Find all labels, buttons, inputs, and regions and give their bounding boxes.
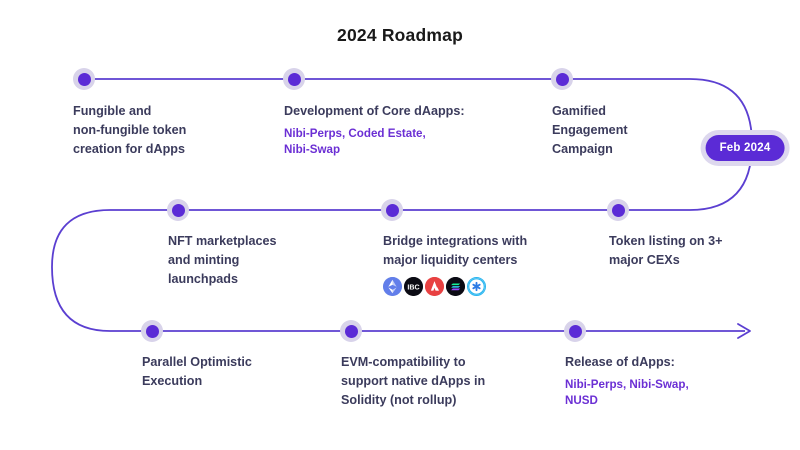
milestone-release-of-dapps: Release of dApps: Nibi-Perps, Nibi-Swap,… [565, 353, 780, 410]
page-title: 2024 Roadmap [337, 25, 463, 45]
milestone-bridge-integrations: Bridge integrations with major liquidity… [383, 232, 598, 296]
milestone-gamified-engagement: Gamified Engagement Campaign [552, 102, 732, 159]
milestone-evm-compatibility: EVM-compatibility to support native dApp… [341, 353, 556, 410]
milestone-title: Parallel Optimistic Execution [142, 355, 252, 388]
milestone-node-evm-compatibility[interactable] [340, 320, 362, 342]
date-badge-label: Feb 2024 [719, 142, 771, 154]
arrow-head-icon [737, 323, 751, 339]
milestone-title: Bridge integrations with major liquidity… [383, 234, 528, 267]
milestone-node-nft-marketplaces[interactable] [167, 199, 189, 221]
solana-icon [446, 276, 465, 296]
avalanche-icon [425, 276, 444, 296]
svg-text:IBC: IBC [407, 283, 419, 291]
milestone-token-listing: Token listing on 3+ major CEXs [609, 232, 789, 270]
milestone-subtitle: Nibi-Perps, Coded Estate, Nibi-Swap [284, 126, 426, 157]
milestone-title: NFT marketplaces and minting launchpads [168, 234, 277, 286]
milestone-title: Fungible and non-fungible token creation… [73, 104, 187, 156]
milestone-node-bridge-integrations[interactable] [381, 199, 403, 221]
milestone-node-fungible-tokens[interactable] [73, 68, 95, 90]
milestone-fungible-tokens: Fungible and non-fungible token creation… [73, 102, 253, 159]
milestone-title: Token listing on 3+ major CEXs [609, 234, 723, 267]
milestone-title: Gamified Engagement Campaign [552, 104, 628, 156]
milestone-core-daapps: Development of Core dAapps: Nibi-Perps, … [284, 102, 539, 159]
milestone-title: EVM-compatibility to support native dApp… [341, 355, 486, 407]
ethereum-icon [383, 276, 402, 296]
milestone-nft-marketplaces: NFT marketplaces and minting launchpads [168, 232, 358, 289]
axelar-icon [467, 276, 486, 296]
ibc-icon: IBC [404, 276, 423, 296]
chain-icon-list: IBC [383, 276, 598, 296]
milestone-node-core-daapps[interactable] [283, 68, 305, 90]
milestone-title: Development of Core dAapps: [284, 104, 465, 118]
milestone-title: Release of dApps: [565, 355, 675, 369]
milestone-node-parallel-optimistic-execution[interactable] [141, 320, 163, 342]
milestone-parallel-optimistic-execution: Parallel Optimistic Execution [142, 353, 342, 391]
milestone-node-gamified-engagement[interactable] [551, 68, 573, 90]
milestone-subtitle: Nibi-Perps, Nibi-Swap, NUSD [565, 377, 689, 408]
milestone-node-token-listing[interactable] [607, 199, 629, 221]
milestone-node-release-of-dapps[interactable] [564, 320, 586, 342]
date-badge-feb-2024[interactable]: Feb 2024 [705, 135, 785, 161]
